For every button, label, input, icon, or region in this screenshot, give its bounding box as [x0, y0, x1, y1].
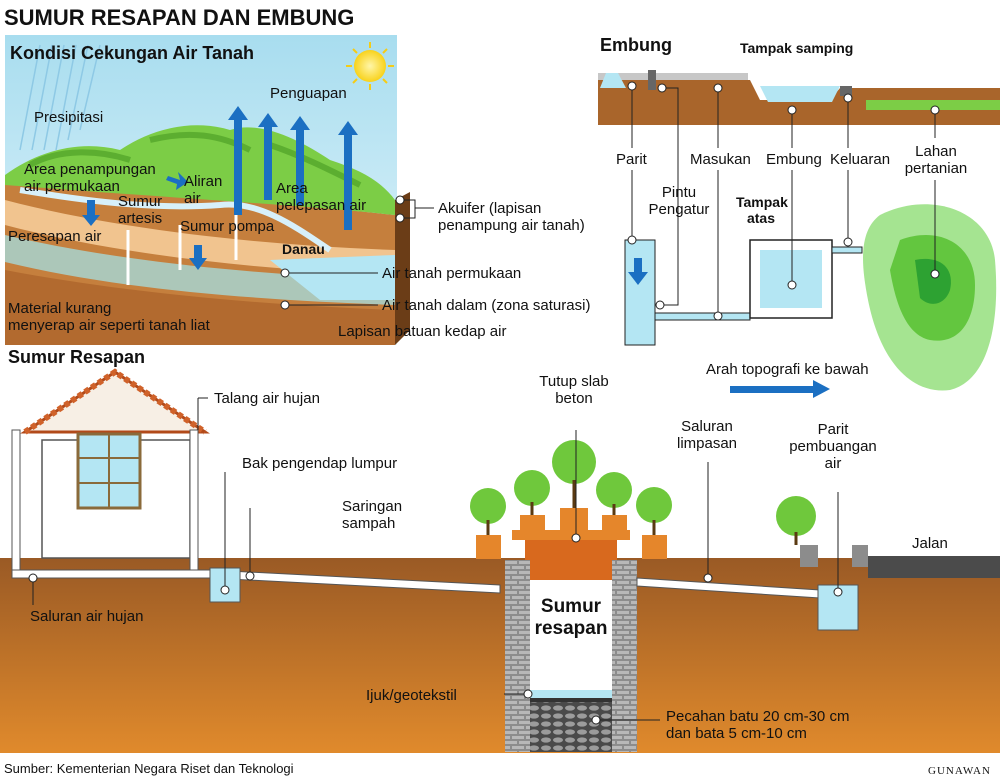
- label-talang: Talang air hujan: [214, 390, 320, 407]
- label-sumur-artesis: Sumur artesis: [118, 193, 163, 227]
- label-akuifer: Akuifer (lapisan penampung air tanah): [438, 200, 585, 234]
- sun-icon: [346, 42, 394, 90]
- label-penguapan: Penguapan: [270, 85, 347, 102]
- label-tutup-slab: Tutup slab beton: [539, 373, 609, 407]
- label-aliran-air: Aliran air: [184, 173, 223, 207]
- infiltration-well-diagram: [0, 368, 1000, 753]
- arrow-down-icon: [82, 172, 207, 270]
- label-ijuk: Ijuk/geotekstil: [366, 687, 457, 704]
- label-sumur-pompa: Sumur pompa: [180, 218, 275, 235]
- label-saringan: Saringan sampah: [342, 498, 403, 532]
- embung-diagram: [598, 70, 1000, 398]
- artist-credit: GUNAWAN: [928, 765, 991, 777]
- arrow-up-icon: [228, 106, 358, 230]
- label-masukan: Masukan: [690, 151, 751, 168]
- label-material-kurang: Material kurang menyerap air seperti tan…: [8, 300, 210, 334]
- label-sumur-resapan-well: Sumur resapan: [534, 596, 608, 639]
- label-arah-topografi: Arah topografi ke bawah: [706, 361, 869, 378]
- label-keluaran: Keluaran: [830, 151, 891, 168]
- groundwater-basin-diagram: [5, 35, 434, 345]
- label-bak: Bak pengendap lumpur: [242, 455, 398, 472]
- section-title-sumur-resapan: Sumur Resapan: [8, 347, 146, 367]
- source-note: Sumber: Kementerian Negara Riset dan Tek…: [4, 761, 294, 776]
- label-pintu-pengatur: Pintu Pengatur: [648, 184, 710, 218]
- label-jalan: Jalan: [912, 535, 948, 552]
- label-lapisan-batuan: Lapisan batuan kedap air: [338, 323, 507, 340]
- label-air-tanah-permukaan: Air tanah permukaan: [382, 265, 522, 282]
- label-area-penampungan: Area penampungan air permukaan: [24, 161, 156, 195]
- label-parit-pembuangan: Parit pembuangan air: [789, 421, 877, 472]
- label-pecahan-batu: Pecahan batu 20 cm-30 cm dan bata 5 cm-1…: [666, 708, 850, 742]
- label-parit: Parit: [616, 151, 647, 168]
- section-title-embung: Embung: [600, 35, 672, 55]
- label-danau: Danau: [282, 241, 325, 257]
- rain-icon: [19, 44, 101, 151]
- label-area-pelepasan: Area pelepasan air: [276, 180, 367, 214]
- house-illustration: [11, 368, 210, 571]
- page-title: SUMUR RESAPAN DAN EMBUNG: [4, 5, 355, 30]
- label-lahan-pertanian: Lahan pertanian: [904, 143, 968, 177]
- label-embung: Embung: [766, 151, 822, 168]
- label-saluran-limpasan: Saluran limpasan: [676, 418, 738, 452]
- label-peresapan-air: Peresapan air: [8, 228, 102, 245]
- label-presipitasi: Presipitasi: [34, 109, 104, 126]
- label-air-tanah-dalam: Air tanah dalam (zona saturasi): [382, 297, 591, 314]
- label-tampak-atas: Tampak atas: [736, 194, 788, 226]
- tree-icon: [470, 440, 816, 559]
- label-saluran-air-hujan: Saluran air hujan: [30, 608, 144, 625]
- arrow-right-icon: [730, 380, 830, 398]
- section-title-cekungan: Kondisi Cekungan Air Tanah: [10, 43, 255, 63]
- label-tampak-samping: Tampak samping: [740, 40, 854, 56]
